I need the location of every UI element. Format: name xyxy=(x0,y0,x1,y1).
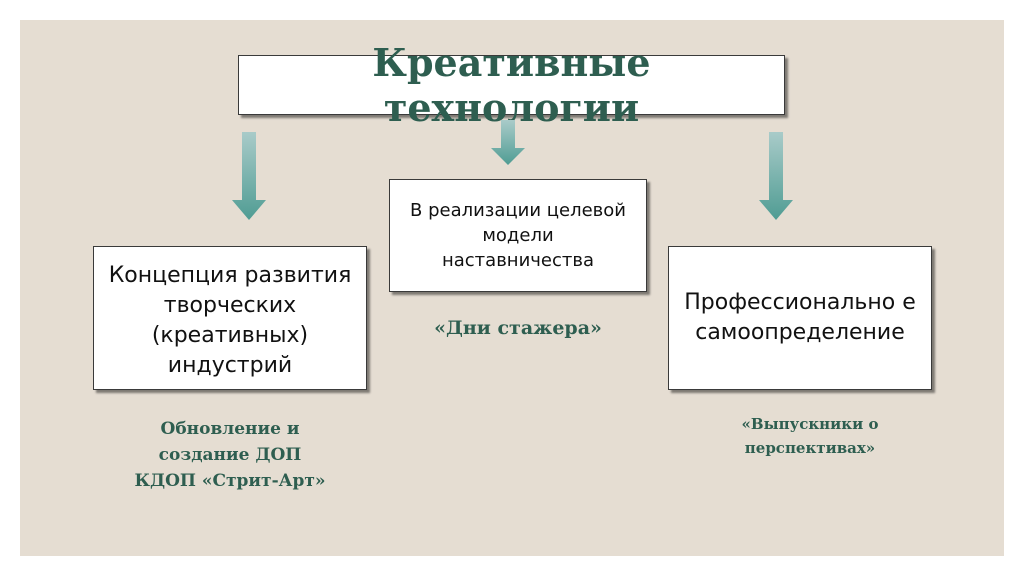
arrow-down-center-icon xyxy=(491,120,525,165)
diagram-title: Креативные технологии xyxy=(372,40,651,130)
center-caption: «Дни стажера» xyxy=(434,317,602,339)
right-box-text: Профессионально е самоопределение xyxy=(684,290,916,345)
arrow-down-right-icon xyxy=(759,132,793,220)
center-box-text: В реализации целевой модели наставничест… xyxy=(410,200,626,271)
left-caption-line: создание ДОП xyxy=(158,445,302,465)
arrow-down-left-icon xyxy=(232,132,266,220)
right-caption-line: перспективах» xyxy=(744,439,876,457)
left-box: Концепция развития творческих (креативны… xyxy=(93,246,367,390)
center-box: В реализации целевой модели наставничест… xyxy=(389,179,647,292)
left-caption-line: Обновление и xyxy=(160,419,300,439)
left-box-text: Концепция развития творческих (креативны… xyxy=(108,263,352,378)
title-box: Креативные технологии xyxy=(238,40,785,130)
right-box: Профессионально е самоопределение xyxy=(668,246,932,390)
right-caption-line: «Выпускники о xyxy=(741,415,879,433)
slide-background: Креативные технологии xyxy=(20,20,1004,556)
left-caption-line: КДОП «Стрит-Арт» xyxy=(134,471,326,491)
right-caption: «Выпускники о перспективах» xyxy=(710,412,910,460)
left-caption: Обновление и создание ДОП КДОП «Стрит-Ар… xyxy=(110,416,350,494)
